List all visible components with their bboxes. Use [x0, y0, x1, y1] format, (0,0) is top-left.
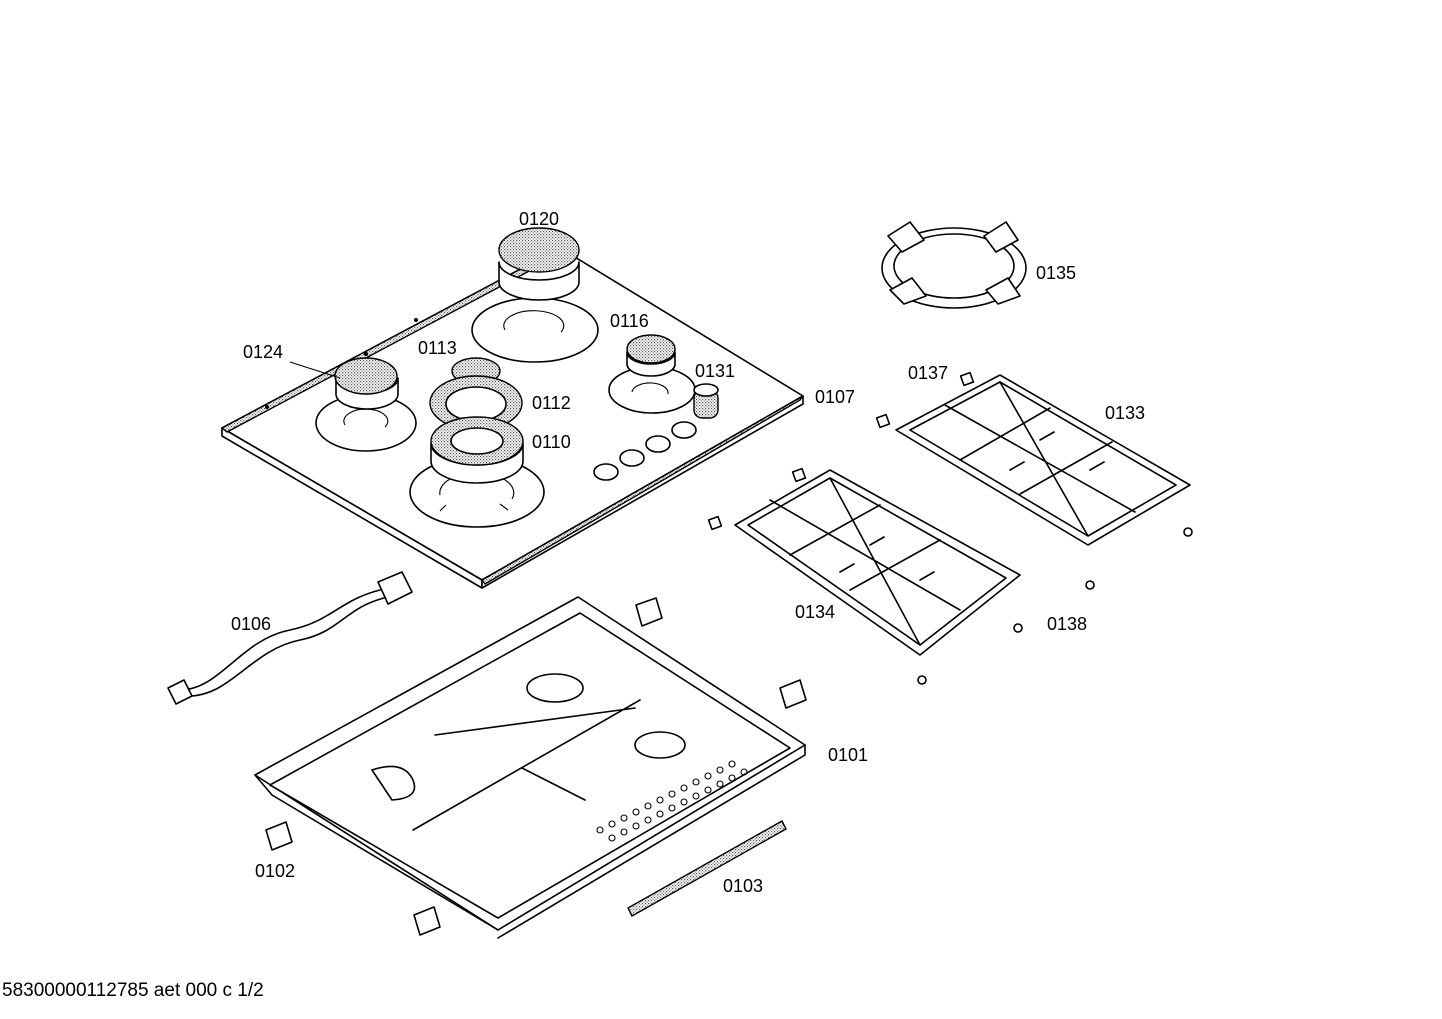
label-0116: 0116 — [610, 311, 649, 331]
burner-cap-large — [498, 227, 580, 301]
burner-cap-small — [626, 334, 676, 377]
label-0135: 0135 — [1036, 263, 1076, 283]
label-0103: 0103 — [723, 876, 763, 896]
label-0131: 0131 — [695, 361, 735, 381]
pan-support-right — [895, 374, 1191, 546]
label-0106: 0106 — [231, 614, 271, 634]
label-0107: 0107 — [815, 387, 855, 407]
part-labels: 0120 0124 0113 0116 0131 0112 0110 0107 … — [231, 209, 1145, 896]
rubber-feet — [917, 527, 1193, 685]
label-0110: 0110 — [532, 432, 571, 452]
support-clips — [707, 371, 975, 531]
label-0102: 0102 — [255, 861, 295, 881]
label-0138: 0138 — [1047, 614, 1087, 634]
label-0101: 0101 — [828, 745, 868, 765]
wok-burner-ring — [429, 375, 523, 431]
seal-strip — [627, 820, 787, 917]
label-0133: 0133 — [1105, 403, 1145, 423]
label-0124: 0124 — [243, 342, 283, 362]
wok-burner-base — [430, 416, 524, 484]
document-footer-code: 58300000112785 aet 000 c 1/2 — [2, 980, 264, 1001]
power-cable — [167, 571, 413, 705]
label-0134: 0134 — [795, 602, 835, 622]
vent-grid — [596, 760, 748, 842]
label-0112: 0112 — [532, 393, 571, 413]
pan-support-left — [734, 469, 1021, 656]
wok-support-ring — [881, 221, 1027, 309]
cooktop-housing — [254, 596, 806, 939]
leader-line-0124 — [289, 361, 341, 379]
label-0137: 0137 — [908, 363, 948, 383]
mounting-brackets — [265, 597, 807, 936]
control-knob — [693, 383, 719, 419]
label-0113: 0113 — [418, 338, 457, 358]
burner-cap-left — [334, 357, 399, 410]
label-0120: 0120 — [519, 209, 559, 229]
